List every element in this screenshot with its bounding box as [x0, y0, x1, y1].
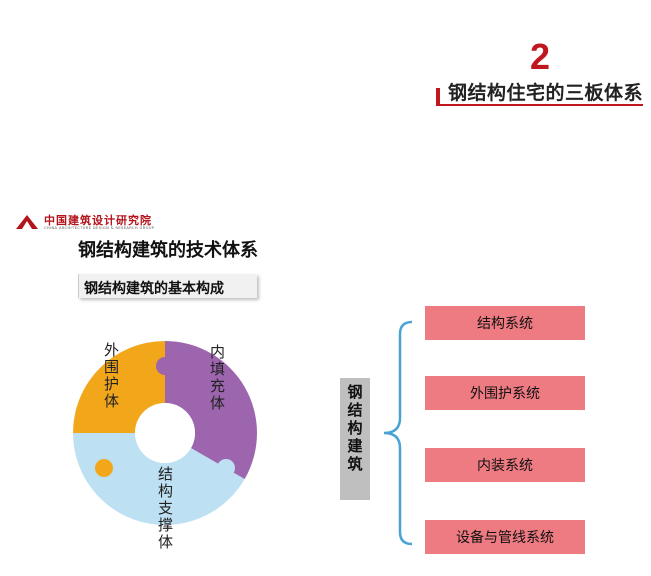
sub-heading-box — [78, 274, 257, 298]
puzzle-piece-structure — [73, 433, 245, 525]
label-outer-envelope: 外围护体 — [102, 342, 120, 410]
title-accent-tick — [436, 88, 440, 106]
logo-name-cn: 中国建筑设计研究院 — [44, 214, 152, 227]
sub-heading: 钢结构建筑的基本构成 — [84, 281, 224, 297]
root-label: 钢结构建筑 — [345, 384, 364, 474]
section-number: 2 — [529, 36, 551, 77]
curly-brace-icon — [383, 320, 413, 546]
system-box-structure: 结构系统 — [425, 306, 585, 340]
label-structure-support: 结构支撑体 — [156, 466, 174, 551]
label-infill: 内填充体 — [208, 344, 226, 412]
main-heading: 钢结构建筑的技术体系 — [78, 240, 258, 261]
puzzle-ring-diagram — [73, 341, 257, 525]
logo-name-en: CHINA ARCHITECTURE DESIGN & RESEARCH GRO… — [44, 226, 155, 230]
puzzle-piece-outer — [73, 341, 165, 433]
system-box-envelope: 外围护系统 — [425, 376, 585, 410]
system-box-equipment-pipeline: 设备与管线系统 — [425, 520, 585, 554]
puzzle-tab-structure-left — [95, 459, 113, 477]
puzzle-center-hole — [135, 403, 195, 463]
root-box — [340, 378, 370, 500]
system-box-interior: 内装系统 — [425, 448, 585, 482]
section-title: 钢结构住宅的三板体系 — [448, 82, 644, 104]
puzzle-piece-infill — [165, 341, 257, 479]
title-underline — [438, 104, 643, 106]
puzzle-tab-outer-top — [156, 357, 174, 375]
logo-icon — [16, 215, 38, 229]
puzzle-tab-infill-right — [217, 459, 235, 477]
